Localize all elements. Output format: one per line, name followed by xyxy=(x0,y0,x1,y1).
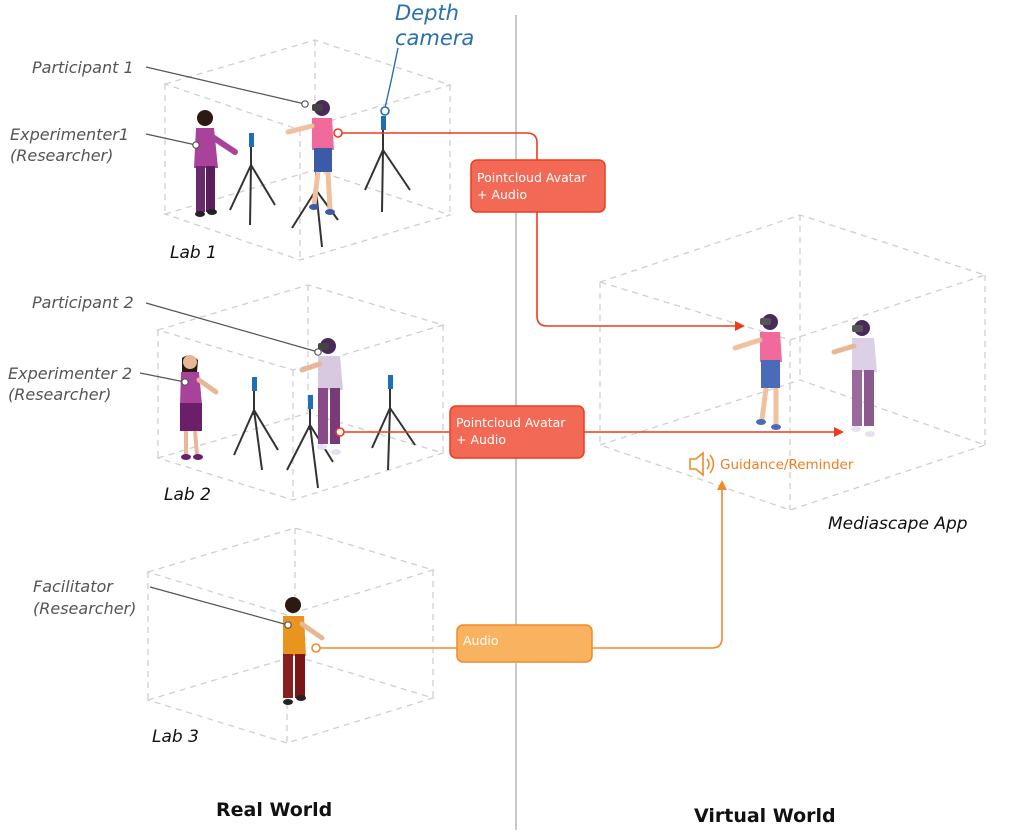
stream-box-lab2-line1: Pointcloud Avatar xyxy=(456,415,566,430)
depth-camera-label-line1: Depth xyxy=(395,1,459,25)
depth-camera-leader xyxy=(380,47,399,116)
leader-lines xyxy=(139,66,322,629)
real-world-label: Real World xyxy=(216,799,332,821)
stream-box-lab1: Pointcloud Avatar + Audio xyxy=(470,159,606,213)
depth-camera-label-line2: camera xyxy=(395,26,474,50)
depth-camera-tripod xyxy=(371,375,416,471)
participant1-figure xyxy=(285,100,335,215)
participant2-label: Participant 2 xyxy=(32,293,134,312)
lab1-room xyxy=(162,39,453,261)
stream-box-lab2-line2: + Audio xyxy=(456,432,506,447)
stream-path-lab1 xyxy=(333,128,745,331)
stream-box-lab3: Audio xyxy=(456,624,593,663)
stream-box-lab2: Pointcloud Avatar + Audio xyxy=(449,405,585,459)
participant2-avatar xyxy=(831,320,877,437)
virtual-world-label: Virtual World xyxy=(694,805,836,827)
experimenter1-label-line2: (Researcher) xyxy=(10,146,113,165)
lab1-label: Lab 1 xyxy=(170,243,217,263)
experimenter2-figure xyxy=(180,355,219,460)
stream-path-lab2 xyxy=(335,427,844,437)
lab3-label: Lab 3 xyxy=(152,727,199,747)
experimenter2-label-line1: Experimenter 2 xyxy=(8,364,132,383)
facilitator-label-line1: Facilitator xyxy=(33,577,114,596)
participant2-figure xyxy=(299,338,343,455)
virtual-room xyxy=(597,214,988,511)
lab3-room xyxy=(145,527,436,744)
depth-camera-tripod xyxy=(286,395,334,489)
experimenter1-label-line1: Experimenter1 xyxy=(10,125,129,144)
mediascape-app-label: Mediascape App xyxy=(828,514,968,534)
facilitator-label-line2: (Researcher) xyxy=(33,599,136,618)
stream-box-lab3-label: Audio xyxy=(463,633,499,648)
speaker-icon xyxy=(689,451,715,477)
participant1-avatar xyxy=(732,314,782,430)
experimenter2-label-line2: (Researcher) xyxy=(8,385,111,404)
guidance-reminder-label: Guidance/Reminder xyxy=(720,457,854,473)
participant1-label: Participant 1 xyxy=(32,58,134,77)
depth-camera-tripod xyxy=(364,116,411,213)
lab2-label: Lab 2 xyxy=(164,485,211,505)
experimenter1-figure xyxy=(194,110,238,217)
depth-camera-tripod xyxy=(229,133,276,226)
depth-camera-tripod xyxy=(233,377,279,471)
stream-box-lab1-line2: + Audio xyxy=(477,187,527,202)
lab2-room xyxy=(155,284,446,501)
stream-path-lab3 xyxy=(311,480,727,653)
stream-box-lab1-line1: Pointcloud Avatar xyxy=(477,170,587,185)
